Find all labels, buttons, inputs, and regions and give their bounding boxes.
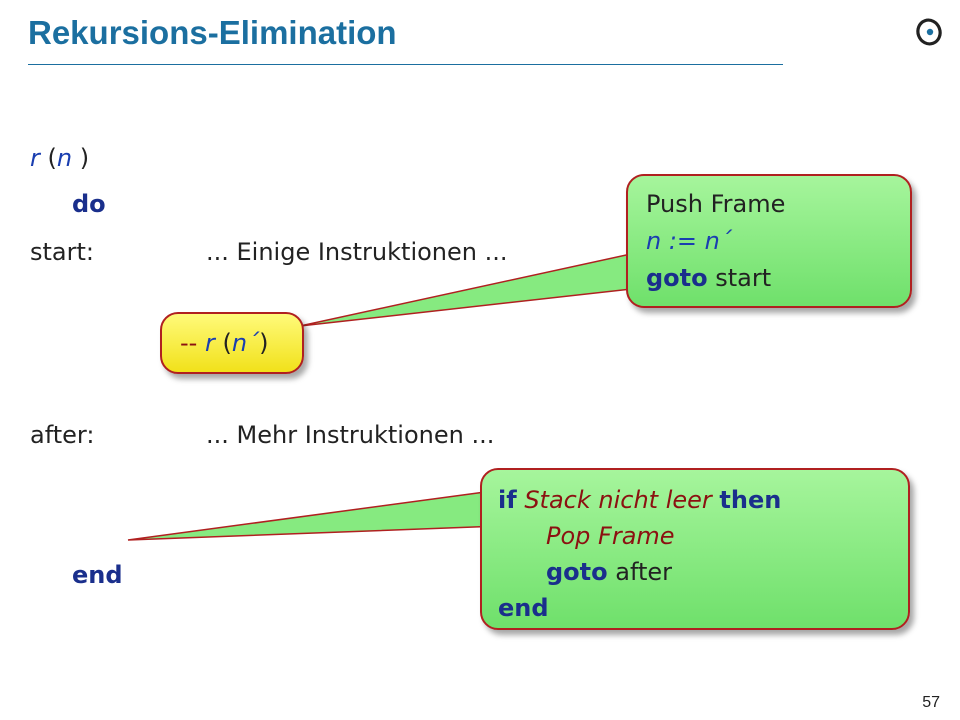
push-frame-text: Push Frame bbox=[646, 190, 786, 218]
pop-frame-callout: if Stack nicht leer then Pop Frame goto … bbox=[480, 468, 910, 630]
signature-open-paren: ( bbox=[47, 144, 57, 172]
goto-keyword: goto bbox=[646, 264, 708, 292]
title-underline bbox=[28, 64, 783, 65]
eth-logo-icon bbox=[916, 18, 942, 46]
signature-n: n bbox=[56, 144, 73, 172]
after-label: after: bbox=[30, 421, 95, 449]
end-keyword: end bbox=[72, 561, 123, 589]
goto-after-line: goto after bbox=[498, 554, 908, 590]
comment-open-paren: ( bbox=[222, 329, 232, 357]
recursive-call-comment: -- r (n´) bbox=[160, 312, 304, 374]
then-keyword: then bbox=[719, 486, 782, 514]
comment-r: r bbox=[204, 329, 215, 357]
signature-close-paren: ) bbox=[79, 144, 90, 172]
goto-after-keyword: goto bbox=[546, 558, 608, 586]
after-instructions: ... Mehr Instruktionen ... bbox=[206, 421, 495, 449]
stack-condition: Stack nicht leer bbox=[524, 486, 712, 514]
comment-close-paren: ) bbox=[259, 329, 269, 357]
goto-after-target: after bbox=[607, 558, 673, 586]
pop-callout-pointer bbox=[127, 489, 501, 541]
push-callout-pointer bbox=[299, 251, 641, 327]
do-keyword: do bbox=[72, 190, 106, 218]
comment-dash: -- bbox=[180, 329, 198, 357]
if-keyword: if bbox=[498, 486, 517, 514]
start-instructions: ... Einige Instruktionen ... bbox=[206, 238, 508, 266]
comment-n-prime: n´ bbox=[231, 329, 260, 357]
signature-r: r bbox=[30, 144, 40, 172]
pop-frame-text: Pop Frame bbox=[546, 522, 675, 550]
if-line: if Stack nicht leer then bbox=[498, 482, 908, 518]
push-frame-callout: Push Frame n := n´ goto start bbox=[626, 174, 912, 308]
goto-start-target: start bbox=[707, 264, 772, 292]
assign-n-text: n := n´ bbox=[646, 227, 732, 255]
goto-start-line: goto start bbox=[646, 260, 910, 297]
start-label: start: bbox=[30, 238, 94, 266]
signature-line: r (n ) bbox=[30, 144, 89, 172]
end-if-keyword: end bbox=[498, 594, 549, 622]
slide-title: Rekursions-Elimination bbox=[28, 14, 397, 51]
page-number: 57 bbox=[922, 694, 940, 711]
